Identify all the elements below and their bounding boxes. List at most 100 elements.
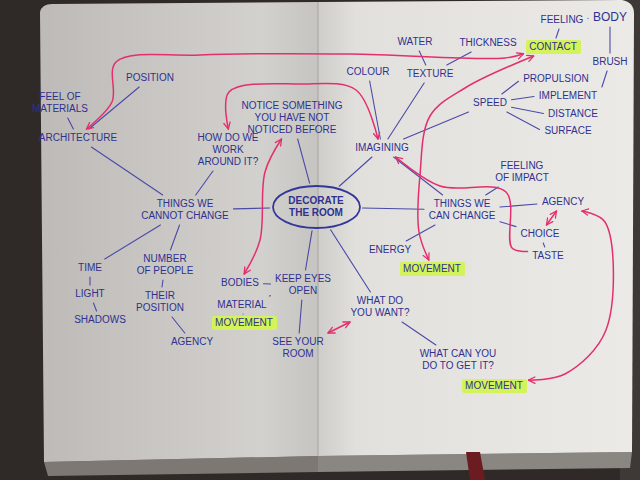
branch-line xyxy=(161,280,163,287)
node-text: DECORATE THE ROOM xyxy=(288,195,345,219)
topic-word: NUMBER OF PEOPLE xyxy=(134,252,196,278)
topic-word: THEIR POSITION xyxy=(134,289,187,315)
node-text: IMPLEMENT xyxy=(538,90,598,102)
node-text: FEEL OF MATERIALS xyxy=(32,91,89,115)
node-text: LIGHT xyxy=(75,288,106,300)
topic-word: FEELING OF IMPACT xyxy=(493,159,552,185)
branch-line xyxy=(388,83,424,139)
node-text: SHADOWS xyxy=(74,314,127,326)
central-topic: DECORATE THE ROOM xyxy=(272,185,361,229)
node-text: KEEP EYES OPEN xyxy=(275,273,332,297)
node-text: ARCHITECTURE xyxy=(38,132,118,144)
node-text: DISTANCE xyxy=(548,108,599,120)
node-text: AGENCY xyxy=(170,336,214,348)
topic-word: THICKNESS xyxy=(457,36,520,50)
branch-line xyxy=(609,27,610,53)
left-page xyxy=(40,2,318,462)
topic-word: POSITION xyxy=(124,71,177,85)
node-text: BODY xyxy=(592,10,628,24)
highlighted-word: MOVEMENT xyxy=(400,262,465,276)
topic-word: AGENCY xyxy=(539,195,587,209)
red-arrow xyxy=(396,157,528,251)
node-text: HOW DO WE WORK AROUND IT? xyxy=(197,132,260,168)
branch-line xyxy=(269,295,270,296)
topic-word: IMAGINING xyxy=(353,141,412,155)
topic-word: BODY xyxy=(590,9,630,25)
topic-word: WATER xyxy=(395,35,435,49)
node-text: WHAT DO YOU WANT? xyxy=(350,295,411,319)
topic-word: AGENCY xyxy=(168,335,216,349)
node-text: MATERIAL xyxy=(217,299,268,311)
topic-word: IMPLEMENT xyxy=(536,89,600,103)
node-text: AGENCY xyxy=(541,196,585,208)
topic-word: HOW DO WE WORK AROUND IT? xyxy=(195,131,262,169)
topic-word: BODIES xyxy=(219,276,262,290)
highlighted-word: MOVEMENT xyxy=(462,379,527,393)
topic-word: TIME xyxy=(76,261,105,275)
node-text: ENERGY xyxy=(368,244,412,256)
branch-line xyxy=(172,317,185,333)
right-page xyxy=(318,0,634,456)
node-text: SPEED xyxy=(473,97,508,109)
topic-word: PROPULSION xyxy=(521,72,592,86)
node-text: FEELING OF IMPACT xyxy=(495,160,550,184)
node-text: BODIES xyxy=(221,277,260,289)
branch-line xyxy=(419,51,426,65)
node-text: THEIR POSITION xyxy=(136,290,185,314)
branch-line xyxy=(264,283,271,284)
node-text: SURFACE xyxy=(544,125,593,137)
node-text: COLOUR xyxy=(346,66,390,78)
branch-line xyxy=(404,112,469,139)
branch-line xyxy=(89,277,90,285)
topic-word: THINGS WE CAN CHANGE xyxy=(426,197,498,223)
node-text: POSITION xyxy=(126,72,175,84)
branch-line xyxy=(502,81,519,94)
branch-line xyxy=(306,231,313,270)
topic-word: SHADOWS xyxy=(72,313,129,327)
topic-word: TASTE xyxy=(530,249,567,263)
node-text: TEXTURE xyxy=(406,68,454,80)
node-text: WHAT CAN YOU DO TO GET IT? xyxy=(419,348,497,372)
node-text: MOVEMENT xyxy=(215,317,274,329)
node-text: IMAGINING xyxy=(355,142,410,154)
topic-word: CHOICE xyxy=(518,227,562,241)
branch-line xyxy=(512,96,535,99)
node-text: NUMBER OF PEOPLE xyxy=(136,253,194,277)
topic-word: FEELING xyxy=(538,13,586,27)
topic-word: COLOUR xyxy=(344,65,392,79)
node-text: WATER xyxy=(397,36,433,48)
node-text: NOTICE SOMETHING YOU HAVE NOT NOTICED BE… xyxy=(241,100,344,136)
node-text: BRUSH xyxy=(592,56,629,68)
node-text: TASTE xyxy=(532,250,565,262)
topic-word: SPEED xyxy=(471,96,510,110)
branch-line xyxy=(543,243,544,247)
topic-ellipse-outline xyxy=(273,186,360,228)
topic-word: BRUSH xyxy=(590,55,631,69)
branch-line xyxy=(507,112,540,129)
node-text: CONTACT xyxy=(529,41,578,53)
branch-line xyxy=(170,225,179,250)
node-text: THICKNESS xyxy=(459,37,518,49)
branch-line xyxy=(500,204,537,207)
node-text: TIME xyxy=(78,262,103,274)
topic-word: ENERGY xyxy=(366,243,414,257)
topic-word: DISTANCE xyxy=(546,107,601,121)
node-text: FEELING xyxy=(540,14,584,26)
branch-line xyxy=(299,300,302,333)
branch-line xyxy=(68,118,74,129)
branch-line xyxy=(331,230,371,292)
node-text: SEE YOUR ROOM xyxy=(272,336,325,360)
red-arrow xyxy=(546,211,556,225)
node-text: MOVEMENT xyxy=(403,263,462,275)
topic-word: KEEP EYES OPEN xyxy=(273,272,334,298)
node-text: MOVEMENT xyxy=(465,380,524,392)
topic-word: TEXTURE xyxy=(404,67,456,81)
topic-word: ARCHITECTURE xyxy=(36,131,120,145)
branch-line xyxy=(234,208,270,210)
branch-line xyxy=(512,107,544,113)
